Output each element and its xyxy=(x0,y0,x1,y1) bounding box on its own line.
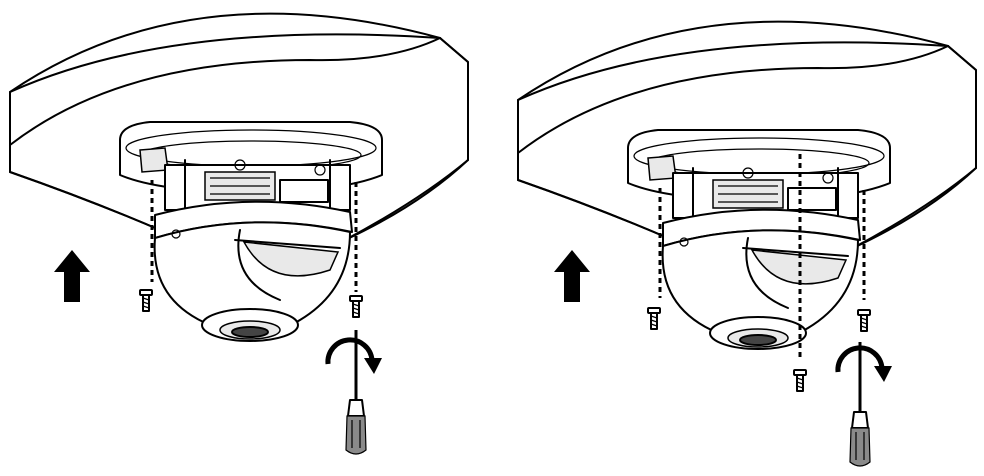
right-panel xyxy=(517,20,977,468)
screw-icon xyxy=(349,295,363,318)
up-arrow-icon xyxy=(54,250,90,302)
dome-camera-left xyxy=(119,121,383,342)
screwdriver-icon xyxy=(848,340,872,468)
screw-icon xyxy=(139,289,153,312)
clockwise-arrow-icon xyxy=(838,348,892,382)
screw-icon xyxy=(793,369,807,392)
screw-icon xyxy=(857,309,871,332)
left-panel xyxy=(9,12,469,456)
up-arrow-icon xyxy=(554,250,590,302)
dome-camera-right xyxy=(627,129,891,350)
screw-icon xyxy=(647,307,661,330)
screwdriver-icon xyxy=(344,328,368,456)
